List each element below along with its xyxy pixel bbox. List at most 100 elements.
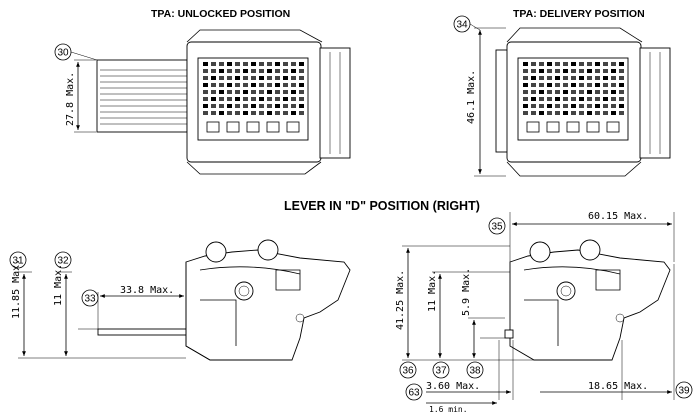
cavity xyxy=(243,97,248,101)
cavity xyxy=(259,90,264,94)
large-cavity xyxy=(206,121,220,133)
cavity xyxy=(547,90,552,94)
cavity xyxy=(251,97,256,101)
cavity xyxy=(595,76,600,80)
svg-text:39: 39 xyxy=(678,386,690,397)
cavity xyxy=(235,104,240,108)
cavity xyxy=(283,90,288,94)
svg-text:32: 32 xyxy=(57,256,69,267)
cavity xyxy=(619,90,624,94)
cavity xyxy=(539,69,544,73)
cavity xyxy=(227,97,232,101)
cavity xyxy=(219,76,224,80)
cavity xyxy=(211,62,216,66)
cavity xyxy=(211,76,216,80)
cavity xyxy=(291,90,296,94)
cavity xyxy=(571,97,576,101)
cavity xyxy=(539,97,544,101)
cavity xyxy=(539,104,544,108)
cavity xyxy=(243,90,248,94)
cavity xyxy=(243,62,248,66)
cavity xyxy=(251,83,256,87)
large-cavity xyxy=(226,121,240,133)
cavity xyxy=(211,104,216,108)
cavity xyxy=(523,90,528,94)
svg-text:27.8 Max.: 27.8 Max. xyxy=(65,72,76,126)
cavity xyxy=(219,90,224,94)
cavity xyxy=(203,62,208,66)
cavity xyxy=(283,69,288,73)
large-cavity xyxy=(246,121,260,133)
cavity xyxy=(611,62,616,66)
dimension-27-8: 27.8 Max. xyxy=(65,59,96,133)
cavity xyxy=(259,83,264,87)
cavity xyxy=(251,111,256,115)
cavity xyxy=(291,69,296,73)
callout-32: 32 xyxy=(54,251,72,269)
cavity xyxy=(291,97,296,101)
cavity xyxy=(571,76,576,80)
cavity xyxy=(211,111,216,115)
cavity xyxy=(219,69,224,73)
cavity xyxy=(595,83,600,87)
cavity xyxy=(251,69,256,73)
svg-text:34: 34 xyxy=(456,20,468,31)
cavity xyxy=(283,76,288,80)
cavity xyxy=(587,104,592,108)
cavity xyxy=(235,76,240,80)
cavity xyxy=(563,83,568,87)
cavity xyxy=(555,69,560,73)
cavity xyxy=(275,62,280,66)
cavity xyxy=(531,69,536,73)
cavity xyxy=(587,69,592,73)
cavity xyxy=(203,97,208,101)
cavity xyxy=(531,83,536,87)
cavity xyxy=(539,90,544,94)
cavity xyxy=(531,76,536,80)
cavity xyxy=(563,62,568,66)
svg-text:1.6 min.: 1.6 min. xyxy=(429,405,468,414)
cavity xyxy=(259,104,264,108)
callout-31: 31 xyxy=(9,251,27,269)
cavity xyxy=(603,62,608,66)
cavity xyxy=(275,111,280,115)
cavity xyxy=(563,90,568,94)
cavity xyxy=(243,104,248,108)
cavity xyxy=(555,104,560,108)
cavity xyxy=(579,62,584,66)
svg-text:60.15 Max.: 60.15 Max. xyxy=(588,211,648,222)
cavity xyxy=(563,104,568,108)
cavity xyxy=(275,104,280,108)
svg-text:11 Max.: 11 Max. xyxy=(53,264,64,306)
cavity xyxy=(531,62,536,66)
cavity xyxy=(211,83,216,87)
cavity xyxy=(299,90,304,94)
cavity xyxy=(523,104,528,108)
dimension-11-85: 11.85 Max. xyxy=(11,259,186,359)
cavity xyxy=(299,111,304,115)
cavity xyxy=(571,62,576,66)
cavity xyxy=(547,104,552,108)
cavity xyxy=(283,97,288,101)
cavity xyxy=(523,111,528,115)
callout-34: 34 xyxy=(453,15,481,33)
title-lever-position: LEVER IN "D" POSITION (RIGHT) xyxy=(284,199,480,213)
cavity xyxy=(563,97,568,101)
cavity xyxy=(611,69,616,73)
cavity xyxy=(547,76,552,80)
connector-front-view-unlocked xyxy=(96,29,351,175)
svg-text:35: 35 xyxy=(491,222,503,233)
svg-text:18.65 Max.: 18.65 Max. xyxy=(588,381,648,392)
cavity xyxy=(299,104,304,108)
dimension-41-25: 41.25 Max. xyxy=(395,245,534,361)
large-cavity xyxy=(286,121,300,133)
callout-37: 37 xyxy=(432,361,450,379)
cavity xyxy=(259,76,264,80)
cavity xyxy=(259,69,264,73)
cavity xyxy=(611,97,616,101)
cavity xyxy=(227,69,232,73)
cavity xyxy=(531,104,536,108)
cavity xyxy=(611,104,616,108)
cavity xyxy=(555,90,560,94)
cavity xyxy=(619,97,624,101)
